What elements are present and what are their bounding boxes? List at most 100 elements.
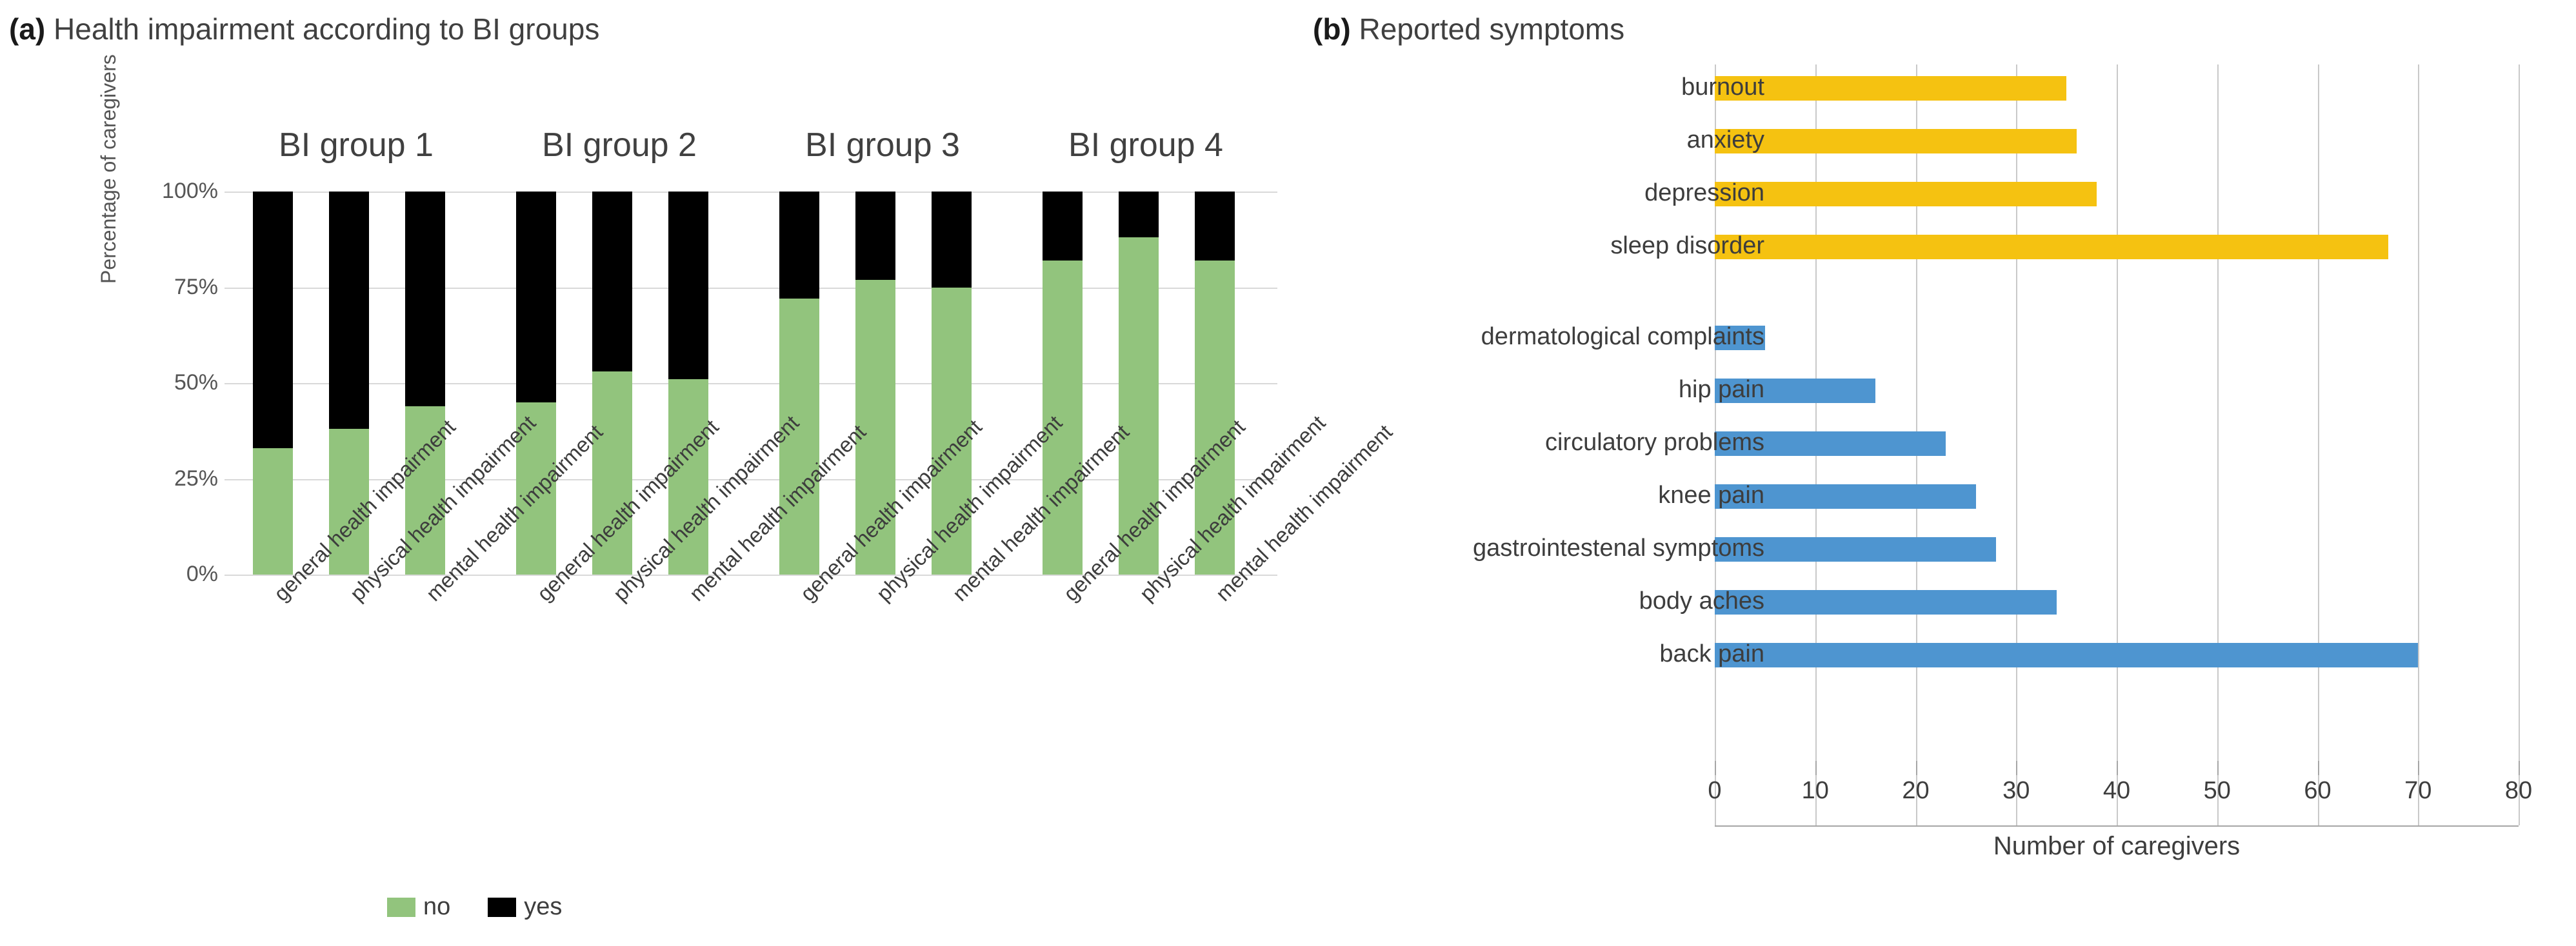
panel-b-plot-area bbox=[1715, 64, 2520, 827]
x-tick-label-60: 60 bbox=[2304, 777, 2331, 804]
stacked-bar bbox=[1043, 192, 1083, 575]
panel-a-y-axis-label: Percentage of caregivers bbox=[97, 54, 120, 284]
x-tick-label-80: 80 bbox=[2504, 777, 2533, 804]
bar-segment-no bbox=[405, 406, 445, 575]
symptom-category-label: knee pain bbox=[1658, 482, 1764, 509]
panel-a-tag: (a) bbox=[9, 12, 46, 46]
y-tick-label-100: 100% bbox=[162, 179, 218, 203]
symptom-bar bbox=[1715, 182, 2097, 206]
panel-a-health-impairment: (a) Health impairment according to BI gr… bbox=[9, 12, 1397, 921]
bar-segment-no bbox=[1119, 237, 1159, 575]
vertical-gridline-30 bbox=[2016, 64, 2018, 825]
bar-segment-yes bbox=[1043, 192, 1083, 261]
legend-swatch-no bbox=[387, 897, 415, 917]
x-tickmark-80 bbox=[2519, 761, 2520, 775]
bar-segment-no bbox=[253, 448, 293, 575]
group-title-2: BI group 2 bbox=[542, 126, 697, 164]
x-tickmark-10 bbox=[1815, 761, 1817, 775]
legend-label-yes: yes bbox=[524, 893, 563, 920]
panel-a-title-text: Health impairment according to BI groups bbox=[54, 12, 600, 46]
bar-segment-yes bbox=[855, 192, 895, 280]
stacked-bar bbox=[329, 192, 369, 575]
stacked-bar bbox=[855, 192, 895, 575]
x-axis-line bbox=[1715, 825, 2519, 827]
bar-segment-no bbox=[855, 279, 895, 575]
symptom-bar bbox=[1715, 431, 1946, 456]
symptom-bar bbox=[1715, 235, 2388, 259]
y-tick-label-75: 75% bbox=[174, 274, 218, 299]
symptom-bar bbox=[1715, 537, 1997, 562]
x-tick-label-20: 20 bbox=[1902, 777, 1930, 804]
symptom-category-label: dermatological complaints bbox=[1481, 323, 1764, 350]
panel-b-x-axis-label: Number of caregivers bbox=[1993, 832, 2241, 860]
x-tickmark-50 bbox=[2217, 761, 2219, 775]
stacked-bar bbox=[1119, 192, 1159, 575]
legend-swatch-yes bbox=[488, 897, 517, 917]
x-tickmark-70 bbox=[2418, 761, 2420, 775]
y-tick-label-0: 0% bbox=[186, 562, 218, 586]
gridline-50 bbox=[225, 383, 1277, 384]
legend-item-no: no bbox=[387, 893, 450, 921]
symptom-category-label: depression bbox=[1644, 179, 1764, 206]
x-tick-label-40: 40 bbox=[2102, 777, 2131, 804]
stacked-bar bbox=[405, 192, 445, 575]
vertical-gridline-60 bbox=[2317, 64, 2319, 825]
gridline-0 bbox=[225, 575, 1277, 576]
bar-segment-yes bbox=[1195, 192, 1235, 261]
gridline-75 bbox=[225, 287, 1277, 289]
x-tickmark-60 bbox=[2317, 761, 2319, 775]
vertical-gridline-70 bbox=[2418, 64, 2420, 825]
legend-item-yes: yes bbox=[488, 893, 562, 921]
symptom-bar bbox=[1715, 484, 1976, 509]
x-tickmark-0 bbox=[1715, 761, 1716, 775]
bar-segment-yes bbox=[668, 192, 708, 380]
x-tick-label-70: 70 bbox=[2404, 777, 2432, 804]
symptom-bar bbox=[1715, 129, 2077, 153]
stacked-bar bbox=[779, 192, 819, 575]
symptom-category-label: back pain bbox=[1659, 640, 1764, 667]
panel-b-title-text: Reported symptoms bbox=[1359, 12, 1625, 46]
x-tick-label-10: 10 bbox=[1801, 777, 1829, 804]
bar-segment-no bbox=[1195, 260, 1235, 575]
symptom-category-label: gastrointestenal symptoms bbox=[1473, 535, 1764, 562]
panel-a-plot-area bbox=[225, 192, 1277, 576]
panel-a-title: (a) Health impairment according to BI gr… bbox=[9, 12, 599, 46]
y-tick-label-25: 25% bbox=[174, 466, 218, 491]
bar-segment-yes bbox=[405, 192, 445, 406]
symptom-category-label: circulatory problems bbox=[1545, 429, 1764, 456]
bar-segment-no bbox=[329, 429, 369, 575]
bar-segment-yes bbox=[932, 192, 972, 288]
group-title-1: BI group 1 bbox=[279, 126, 434, 164]
symptom-category-label: burnout bbox=[1681, 74, 1764, 101]
x-tickmark-20 bbox=[1915, 761, 1917, 775]
symptom-bar bbox=[1715, 76, 2067, 101]
stacked-bar bbox=[668, 192, 708, 575]
x-tickmark-30 bbox=[2016, 761, 2018, 775]
symptom-bar bbox=[1715, 379, 1876, 403]
bar-segment-no bbox=[779, 299, 819, 575]
bar-segment-no bbox=[668, 379, 708, 575]
symptom-category-label: sleep disorder bbox=[1610, 232, 1764, 259]
stacked-bar bbox=[516, 192, 556, 575]
gridline-25 bbox=[225, 478, 1277, 480]
panel-b-tag: (b) bbox=[1313, 12, 1351, 46]
bar-segment-no bbox=[592, 371, 632, 575]
bar-segment-yes bbox=[516, 192, 556, 402]
stacked-bar bbox=[932, 192, 972, 575]
panel-b-title: (b) Reported symptoms bbox=[1313, 12, 1624, 46]
gridline-100 bbox=[225, 192, 1277, 193]
symptom-bar bbox=[1715, 643, 2419, 667]
symptom-category-label: body aches bbox=[1639, 587, 1764, 615]
stacked-bar bbox=[253, 192, 293, 575]
group-title-3: BI group 3 bbox=[805, 126, 960, 164]
symptom-category-label: anxiety bbox=[1686, 126, 1764, 153]
vertical-gridline-80 bbox=[2519, 64, 2520, 825]
bar-segment-no bbox=[932, 287, 972, 575]
bar-segment-yes bbox=[253, 192, 293, 448]
x-tick-label-50: 50 bbox=[2203, 777, 2231, 804]
bar-segment-yes bbox=[329, 192, 369, 429]
symptom-bar bbox=[1715, 590, 2057, 615]
symptom-category-label: hip pain bbox=[1678, 376, 1764, 403]
symptom-bar bbox=[1715, 326, 1765, 350]
y-tick-label-50: 50% bbox=[174, 370, 218, 395]
